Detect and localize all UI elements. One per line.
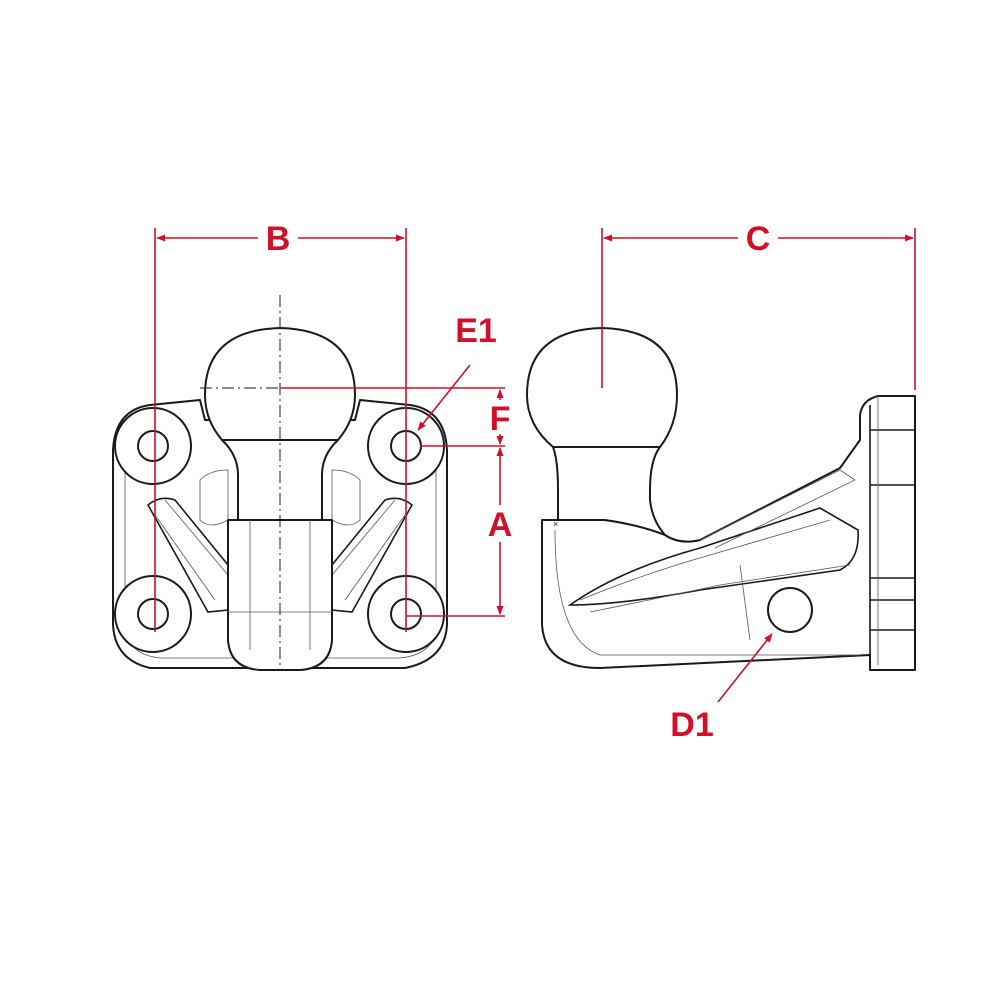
side-neck xyxy=(552,446,666,536)
dim-d1-leader xyxy=(717,633,773,703)
dim-b-label: B xyxy=(266,220,291,258)
side-pin-hole xyxy=(767,587,813,633)
dim-e1-label: E1 xyxy=(455,312,497,350)
front-stem xyxy=(227,519,333,671)
dim-e1-leader xyxy=(417,364,471,431)
front-hole-bottom-left xyxy=(114,575,192,653)
front-view xyxy=(112,295,448,671)
side-rib xyxy=(567,507,859,606)
front-hole-top-left xyxy=(114,407,192,485)
dim-d1-label: D1 xyxy=(670,706,713,744)
dim-a-label: A xyxy=(488,506,513,544)
dim-c-label: C xyxy=(746,220,771,258)
dim-f-label: F xyxy=(490,400,511,438)
svg-text:×: × xyxy=(553,519,558,529)
side-view: × xyxy=(526,327,916,671)
dimension-annotations: B C F A E1 D1 xyxy=(154,220,916,744)
